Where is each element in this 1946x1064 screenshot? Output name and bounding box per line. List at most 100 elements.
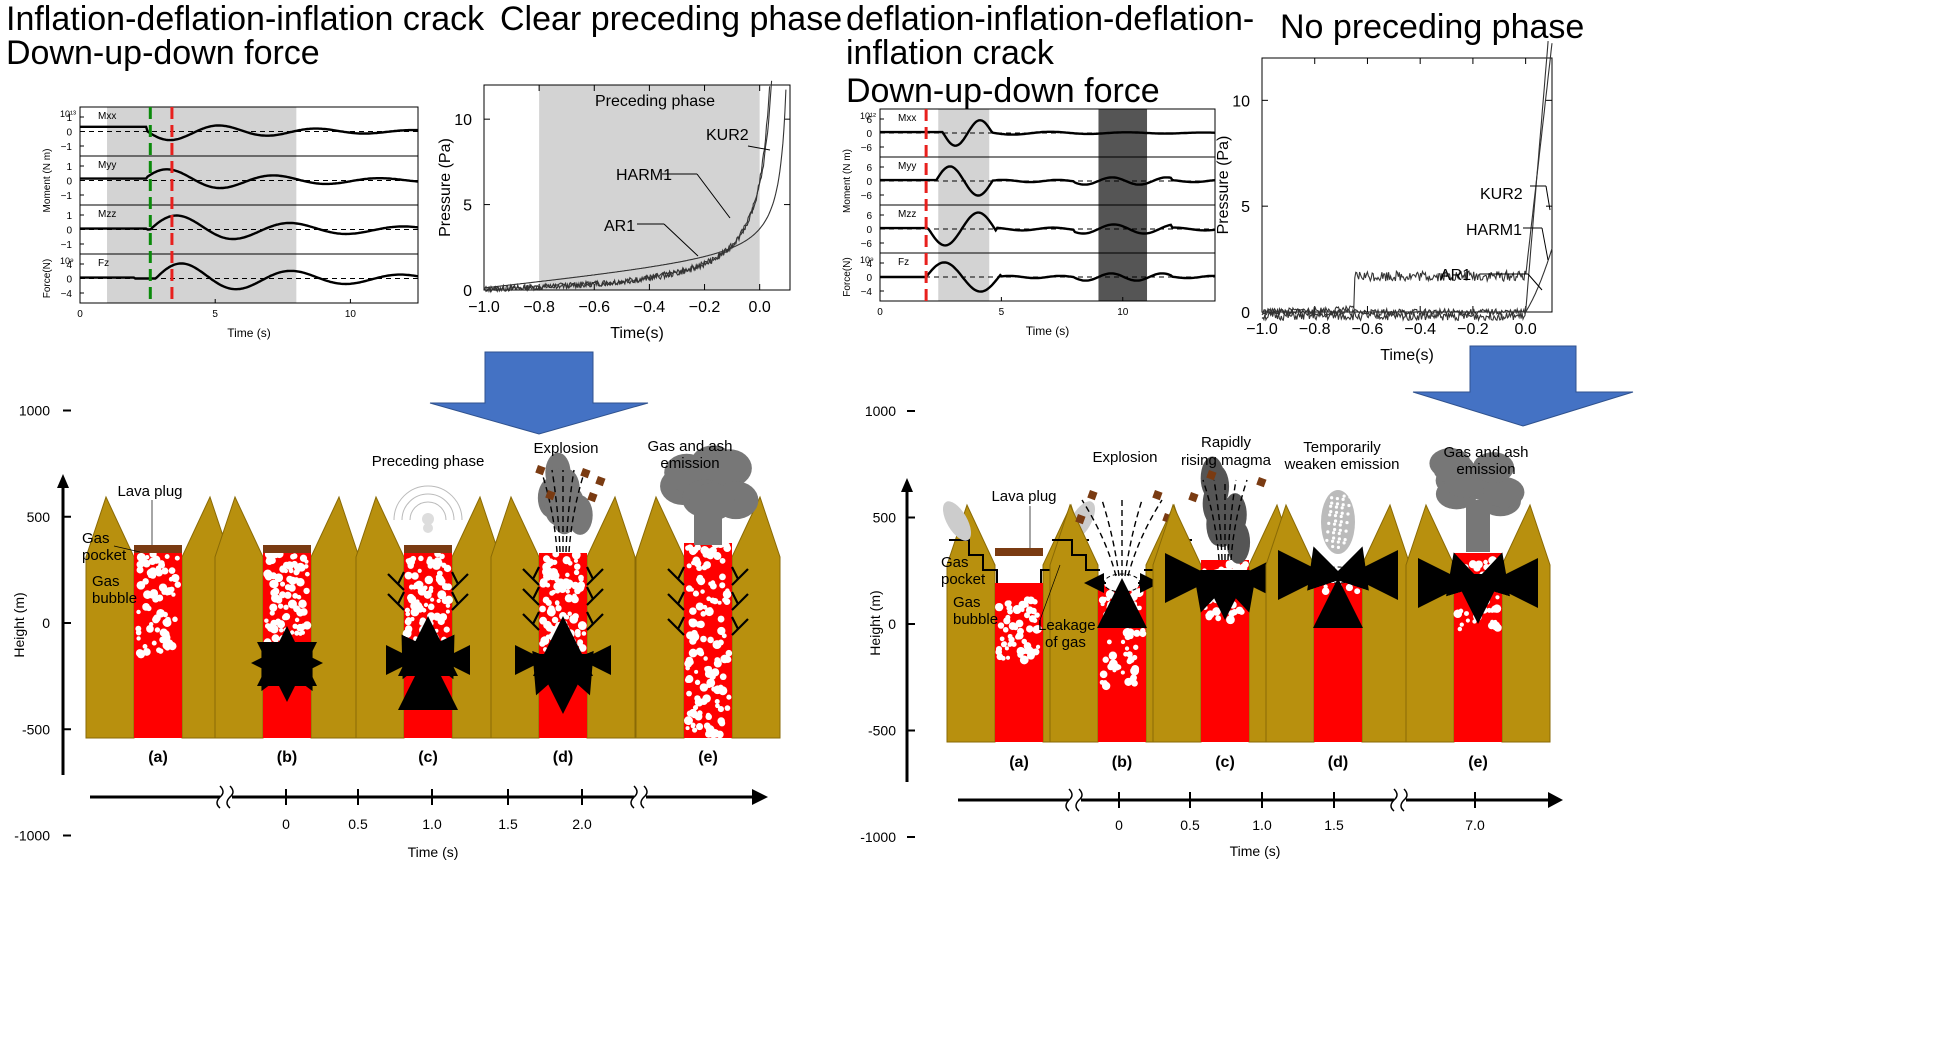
gas-bubble-label: bubble [92, 590, 137, 607]
ejecta [535, 465, 546, 476]
plume-dot [1335, 496, 1339, 501]
gas-bubble [685, 726, 690, 731]
panel-label-myy: Myy [98, 160, 116, 171]
axis-break [630, 785, 648, 809]
gas-bubble [1124, 677, 1133, 686]
gas-bubble [298, 631, 303, 636]
gas-bubble [410, 555, 417, 562]
gas-jet [1213, 479, 1223, 561]
gas-bubble [577, 639, 584, 646]
gas-bubble [548, 632, 558, 641]
gas-bubble [142, 603, 150, 611]
axis-break [216, 785, 234, 809]
y-axis-label-force: Force(N) [842, 257, 853, 296]
gas-bubble-label: Gas [953, 594, 981, 611]
gas-bubble [572, 613, 579, 620]
gas-bubble [171, 573, 180, 583]
time-axis-label: Time (s) [1230, 843, 1281, 859]
crack [451, 571, 469, 591]
gas-pocket-label: pocket [941, 571, 986, 588]
gas-bubble [413, 636, 419, 642]
gas-bubble [1472, 619, 1477, 624]
ejecta [1075, 513, 1086, 525]
waveform-fz [80, 262, 419, 291]
gas-bubble [1098, 596, 1107, 604]
gas-bubble [1099, 670, 1108, 679]
gas-bubble [719, 582, 726, 589]
gas-bubble [1483, 563, 1490, 571]
gas-bubble [445, 583, 452, 591]
harm1-label: HARM1 [616, 167, 672, 184]
gas-bubble [542, 647, 548, 652]
ar1-label: AR1 [1440, 267, 1471, 284]
gas-bubble [1491, 621, 1501, 631]
gas-bubble [690, 722, 696, 728]
gas-bubble [555, 605, 562, 612]
y-tick-label: 10 [454, 112, 472, 129]
gas-bubble [702, 604, 708, 610]
plume-dot [1335, 502, 1340, 506]
gas-bubble [299, 579, 305, 585]
crack [667, 591, 685, 611]
plume-dot [1325, 538, 1329, 543]
gas-bubble [995, 648, 1003, 656]
gas-bubble [1229, 601, 1237, 609]
gas-ripple [393, 485, 463, 521]
y-tick-label: 1 [66, 162, 72, 173]
crack [522, 611, 540, 631]
plume-dot [1348, 495, 1352, 499]
gas-bubble [1011, 641, 1017, 647]
gas-bubble [424, 575, 434, 585]
gas-bubble [275, 596, 283, 604]
gas-bubble [417, 568, 422, 573]
gas-bubble [994, 602, 1004, 612]
gas-bubble [1202, 605, 1208, 611]
gas-bubble [274, 641, 280, 646]
rock-wall-left [355, 495, 405, 739]
gas-bubble [430, 636, 437, 643]
gas-bubble [275, 618, 282, 625]
gas-bubble [683, 716, 693, 726]
height-tick-label: 0 [42, 615, 50, 631]
gas-bubble [703, 722, 711, 730]
gas-bubble [1140, 627, 1146, 634]
title-no-preceding: No preceding phase [1280, 8, 1585, 46]
y-tick-label: 10 [1232, 93, 1250, 110]
gas-bubble [1354, 588, 1361, 595]
y-axis-label: Pressure (Pa) [1215, 136, 1232, 235]
plume-dot [1329, 504, 1333, 508]
gas-bubble [1108, 651, 1118, 660]
x-axis-label: Time(s) [610, 325, 664, 342]
gas-bubble [1132, 666, 1140, 673]
waveform-myy [880, 165, 1216, 197]
y-axis-label-force: Force(N) [42, 259, 53, 298]
gas-bubble [423, 602, 429, 608]
time-tick-label: 7.0 [1465, 817, 1485, 833]
x-tick-label: −0.8 [523, 299, 555, 316]
gas-bubble [1231, 608, 1238, 616]
gas-bubble [162, 633, 171, 642]
gas-bubble [274, 573, 284, 583]
gas-bubble-label: bubble [953, 611, 998, 628]
gas-bubble [444, 595, 454, 605]
gas-bubble-label: Gas [92, 573, 120, 590]
gas-pocket-label: pocket [82, 547, 127, 564]
gas-pocket [1460, 574, 1496, 592]
kur2-label: KUR2 [1480, 186, 1523, 203]
height-axis-label: Height (m) [867, 590, 883, 655]
gas-bubble [722, 597, 728, 603]
gas-bubble [1212, 607, 1221, 616]
ash-column [1466, 500, 1490, 552]
gas-bubble [686, 690, 692, 697]
ar1-leader [663, 223, 699, 257]
y-tick-label: −1 [61, 142, 73, 153]
gas-bubble [1026, 625, 1034, 633]
gas-bubble [578, 621, 586, 630]
gas-bubble [433, 557, 442, 565]
explosion-label: Explosion [533, 440, 598, 457]
gas-bubble [293, 605, 301, 613]
panel-label-fz: Fz [898, 257, 909, 268]
gas-bubble [1008, 622, 1017, 630]
gas-bubble [283, 604, 289, 610]
